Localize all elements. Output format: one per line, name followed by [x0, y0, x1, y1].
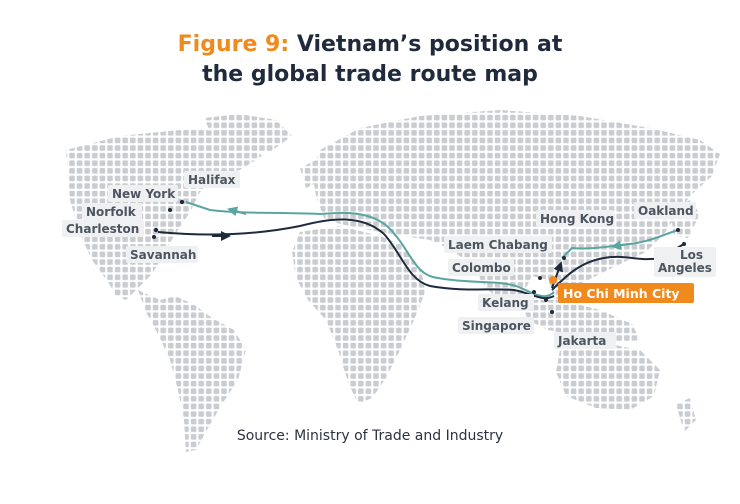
route-teal-westbound: [185, 201, 555, 298]
label-oakland: Oakland: [634, 202, 696, 219]
figure-number: Figure 9:: [177, 32, 290, 57]
label-singapore: Singapore: [458, 317, 534, 334]
label-kelang-text: Kelang: [482, 296, 529, 310]
label-kelang: Kelang: [478, 294, 534, 311]
label-los-angeles-line2: Angeles: [658, 261, 712, 275]
world-map-dots: [66, 110, 720, 452]
figure-title-line2: the global trade route map: [202, 62, 538, 87]
figure-title: Figure 9: Vietnam’s position at the glob…: [0, 30, 740, 90]
ho-chi-minh-marker: [549, 276, 557, 284]
port-markers: [152, 199, 686, 314]
label-colombo-text: Colombo: [452, 261, 511, 275]
label-ho-chi-minh-city: Ho Chi Minh City: [558, 283, 694, 303]
route-dark-hk-arrow: [551, 261, 563, 289]
route-teal-pacific: [561, 229, 679, 259]
route-teal-pacific-arrow: [611, 240, 629, 251]
source-note: Source: Ministry of Trade and Industry: [236, 428, 504, 444]
label-jakarta: Jakarta: [554, 332, 616, 349]
label-new-york-text: New York: [112, 187, 176, 201]
label-halifax: Halifax: [184, 171, 240, 188]
label-halifax-text: Halifax: [188, 173, 236, 187]
label-laem-chabang: Laem Chabang: [444, 236, 552, 253]
label-los-angeles: Los Angeles: [654, 247, 716, 277]
label-oakland-text: Oakland: [638, 204, 694, 218]
label-los-angeles-line1: Los: [680, 248, 703, 262]
label-charleston-text: Charleston: [66, 222, 139, 236]
route-teal-arrow: [227, 206, 247, 217]
figure-title-line1: Vietnam’s position at: [296, 32, 563, 57]
label-colombo: Colombo: [448, 259, 514, 276]
label-hong-kong: Hong Kong: [536, 210, 614, 227]
label-norfolk-text: Norfolk: [86, 205, 137, 219]
route-dark-pacific: [551, 243, 685, 291]
route-dark-eastbound: [157, 218, 555, 300]
label-savannah: Savannah: [126, 246, 198, 263]
label-ho-chi-minh-city-text: Ho Chi Minh City: [563, 286, 680, 301]
label-hong-kong-text: Hong Kong: [540, 212, 614, 226]
label-new-york: New York: [108, 185, 178, 202]
label-norfolk: Norfolk: [82, 203, 142, 220]
label-savannah-text: Savannah: [130, 248, 196, 262]
label-singapore-text: Singapore: [462, 319, 531, 333]
label-jakarta-text: Jakarta: [557, 334, 606, 348]
label-laem-chabang-text: Laem Chabang: [448, 238, 548, 252]
label-charleston: Charleston: [62, 220, 144, 237]
